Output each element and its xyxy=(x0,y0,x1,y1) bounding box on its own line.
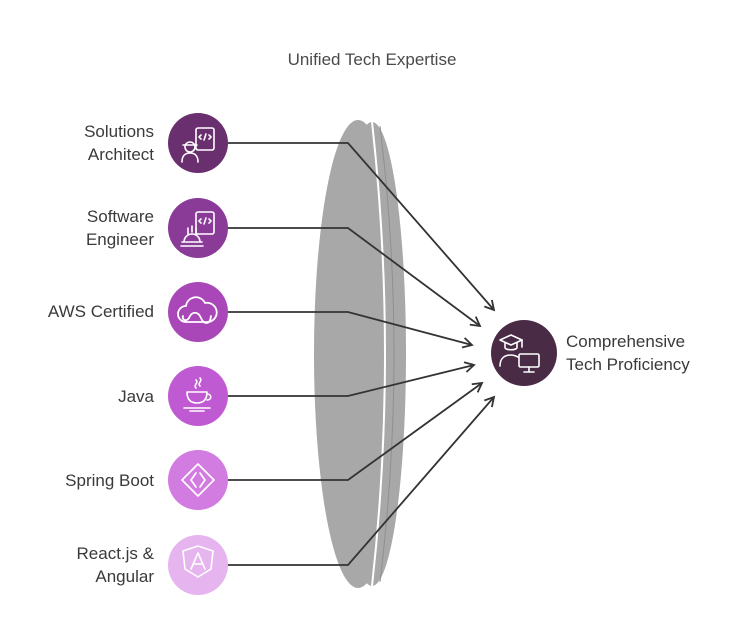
cloud-icon xyxy=(177,296,218,324)
label-spring-boot: Spring Boot xyxy=(65,471,154,490)
label-solutions-architect: Solutions Architect xyxy=(84,122,154,164)
connector-react-angular xyxy=(228,395,496,566)
engineer-code-icon xyxy=(180,211,215,247)
connector-java xyxy=(228,361,476,397)
label-java: Java xyxy=(118,387,154,406)
input-node-solutions-architect xyxy=(168,113,228,173)
connector-aws-certified xyxy=(228,311,474,349)
label-aws-certified: AWS Certified xyxy=(47,302,154,321)
architect-code-icon xyxy=(181,127,215,163)
input-node-react-angular xyxy=(168,535,228,595)
input-node-spring-boot xyxy=(168,450,228,510)
input-node-java xyxy=(168,366,228,426)
angular-shield-icon xyxy=(182,545,214,578)
connector-spring-boot xyxy=(228,381,484,481)
lens-shape xyxy=(314,120,406,588)
graduate-computer-icon xyxy=(499,334,540,373)
coffee-cup-icon xyxy=(183,377,212,412)
input-node-software-engineer xyxy=(168,198,228,258)
input-node-aws-certified xyxy=(168,282,228,342)
connector-lines xyxy=(228,142,496,566)
diamond-code-icon xyxy=(181,463,215,497)
label-comprehensive-tech-proficiency: Comprehensive Tech Proficiency xyxy=(566,332,690,374)
output-node-tech-proficiency xyxy=(491,320,557,386)
label-react-angular: React.js & Angular xyxy=(76,544,154,586)
connector-software-engineer xyxy=(228,227,482,328)
label-software-engineer: Software Engineer xyxy=(85,207,154,249)
diagram-title: Unified Tech Expertise xyxy=(287,50,457,69)
connector-solutions-architect xyxy=(228,142,496,312)
